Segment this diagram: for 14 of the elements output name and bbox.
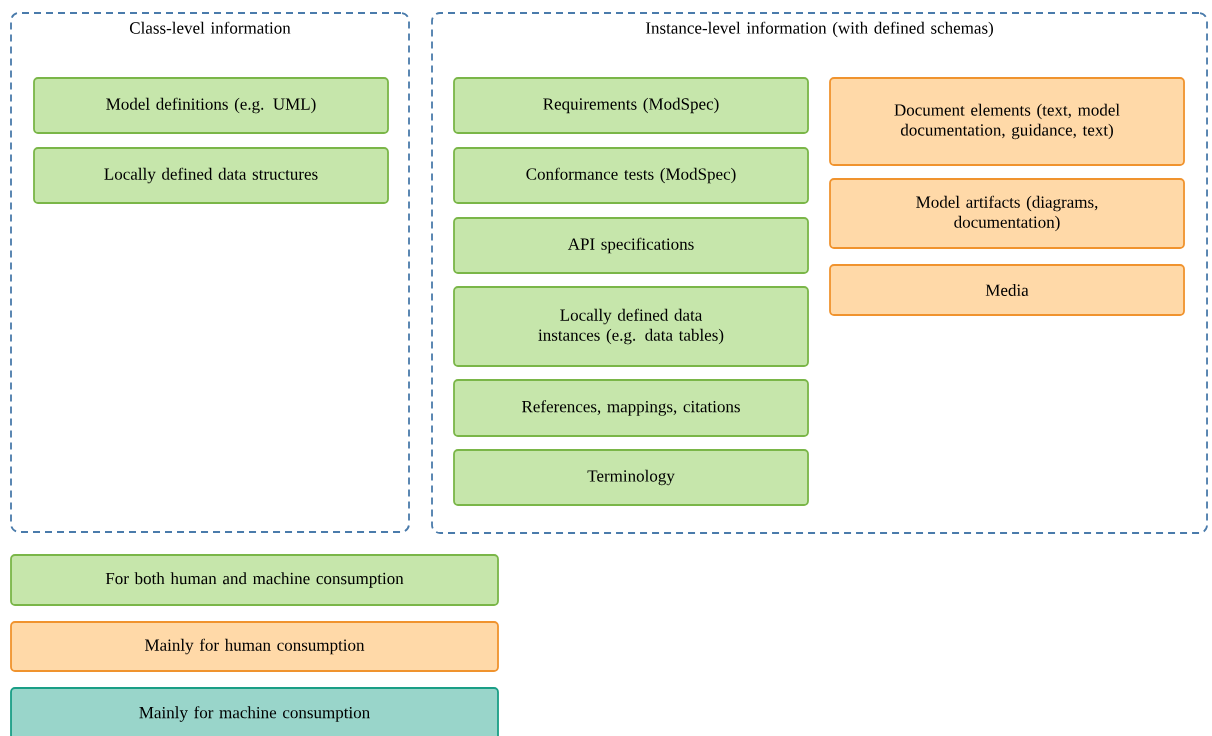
category-box: Conformance tests (ModSpec) xyxy=(453,147,809,204)
category-box: Requirements (ModSpec) xyxy=(453,77,809,134)
category-box: Model definitions (e.g. UML) xyxy=(33,77,389,134)
category-box: Media xyxy=(829,264,1185,316)
category-box: API specifications xyxy=(453,217,809,274)
legend-item: Mainly for machine consumption xyxy=(10,687,499,736)
legend-item: For both human and machine consumption xyxy=(10,554,499,606)
category-box: Locally defined data instances (e.g. data tables) xyxy=(453,286,809,367)
category-box: References, mappings, citations xyxy=(453,379,809,437)
category-box: Terminology xyxy=(453,449,809,506)
legend-item: Mainly for human consumption xyxy=(10,621,499,672)
category-box: Locally defined data structures xyxy=(33,147,389,204)
category-box: Model artifacts (diagrams, documentation) xyxy=(829,178,1185,249)
category-box: Document elements (text, model documentation, guidance, text) xyxy=(829,77,1185,166)
